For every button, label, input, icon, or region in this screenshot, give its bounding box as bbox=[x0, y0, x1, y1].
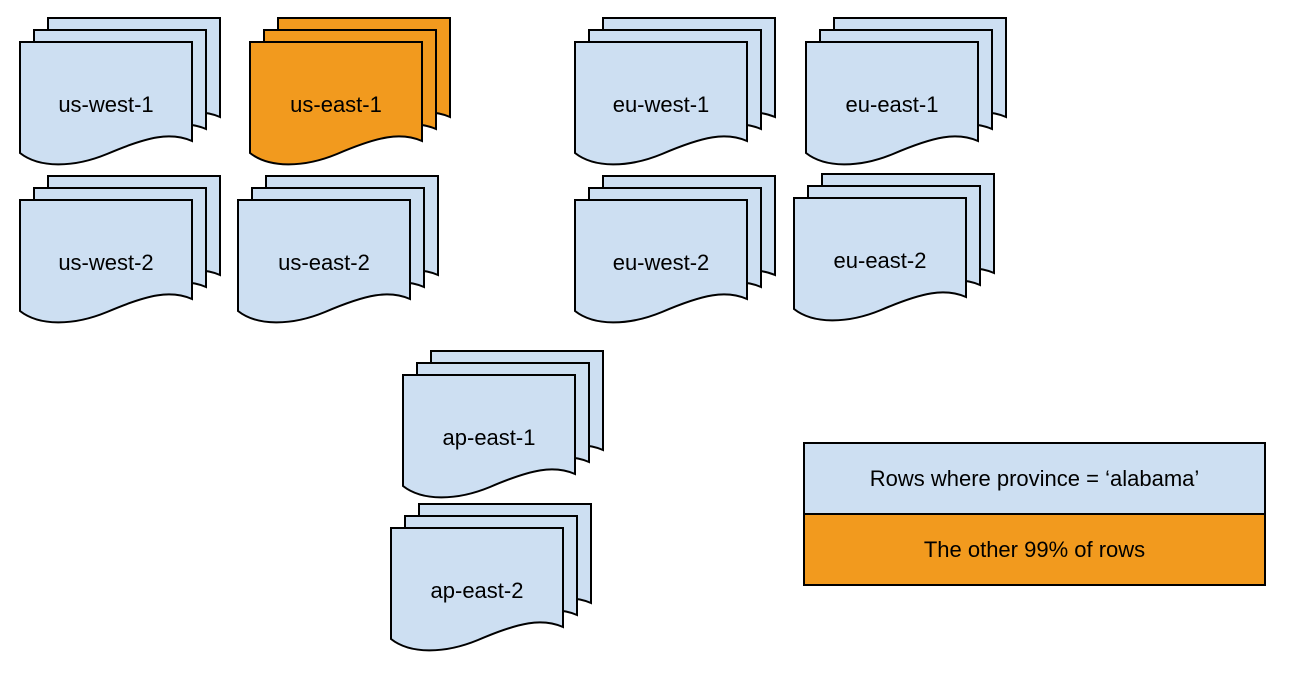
legend-row-alabama: Rows where province = ‘alabama’ bbox=[805, 444, 1264, 513]
region-stack-ap-east-2: ap-east-2 bbox=[390, 503, 592, 655]
document-stack-icon bbox=[574, 17, 776, 166]
document-stack-icon bbox=[402, 350, 604, 499]
legend-row-other-rows: The other 99% of rows bbox=[805, 513, 1264, 584]
region-stack-us-east-2: us-east-2 bbox=[237, 175, 439, 327]
legend-label-alabama: Rows where province = ‘alabama’ bbox=[869, 465, 1200, 491]
document-stack-icon bbox=[805, 17, 1007, 166]
region-stack-eu-east-1: eu-east-1 bbox=[805, 17, 1007, 169]
region-stack-eu-east-2: eu-east-2 bbox=[793, 173, 995, 325]
document-stack-icon bbox=[574, 175, 776, 324]
region-stack-ap-east-1: ap-east-1 bbox=[402, 350, 604, 502]
region-stack-eu-west-2: eu-west-2 bbox=[574, 175, 776, 327]
region-stack-us-west-2: us-west-2 bbox=[19, 175, 221, 327]
legend-label-other-rows: The other 99% of rows bbox=[923, 536, 1146, 562]
document-stack-icon bbox=[390, 503, 592, 652]
document-stack-icon bbox=[19, 17, 221, 166]
document-stack-icon bbox=[793, 173, 995, 322]
legend: Rows where province = ‘alabama’ The othe… bbox=[803, 442, 1266, 586]
region-stack-eu-west-1: eu-west-1 bbox=[574, 17, 776, 169]
document-stack-icon bbox=[249, 17, 451, 166]
region-stack-us-west-1: us-west-1 bbox=[19, 17, 221, 169]
region-stack-us-east-1: us-east-1 bbox=[249, 17, 451, 169]
document-stack-icon bbox=[237, 175, 439, 324]
document-stack-icon bbox=[19, 175, 221, 324]
